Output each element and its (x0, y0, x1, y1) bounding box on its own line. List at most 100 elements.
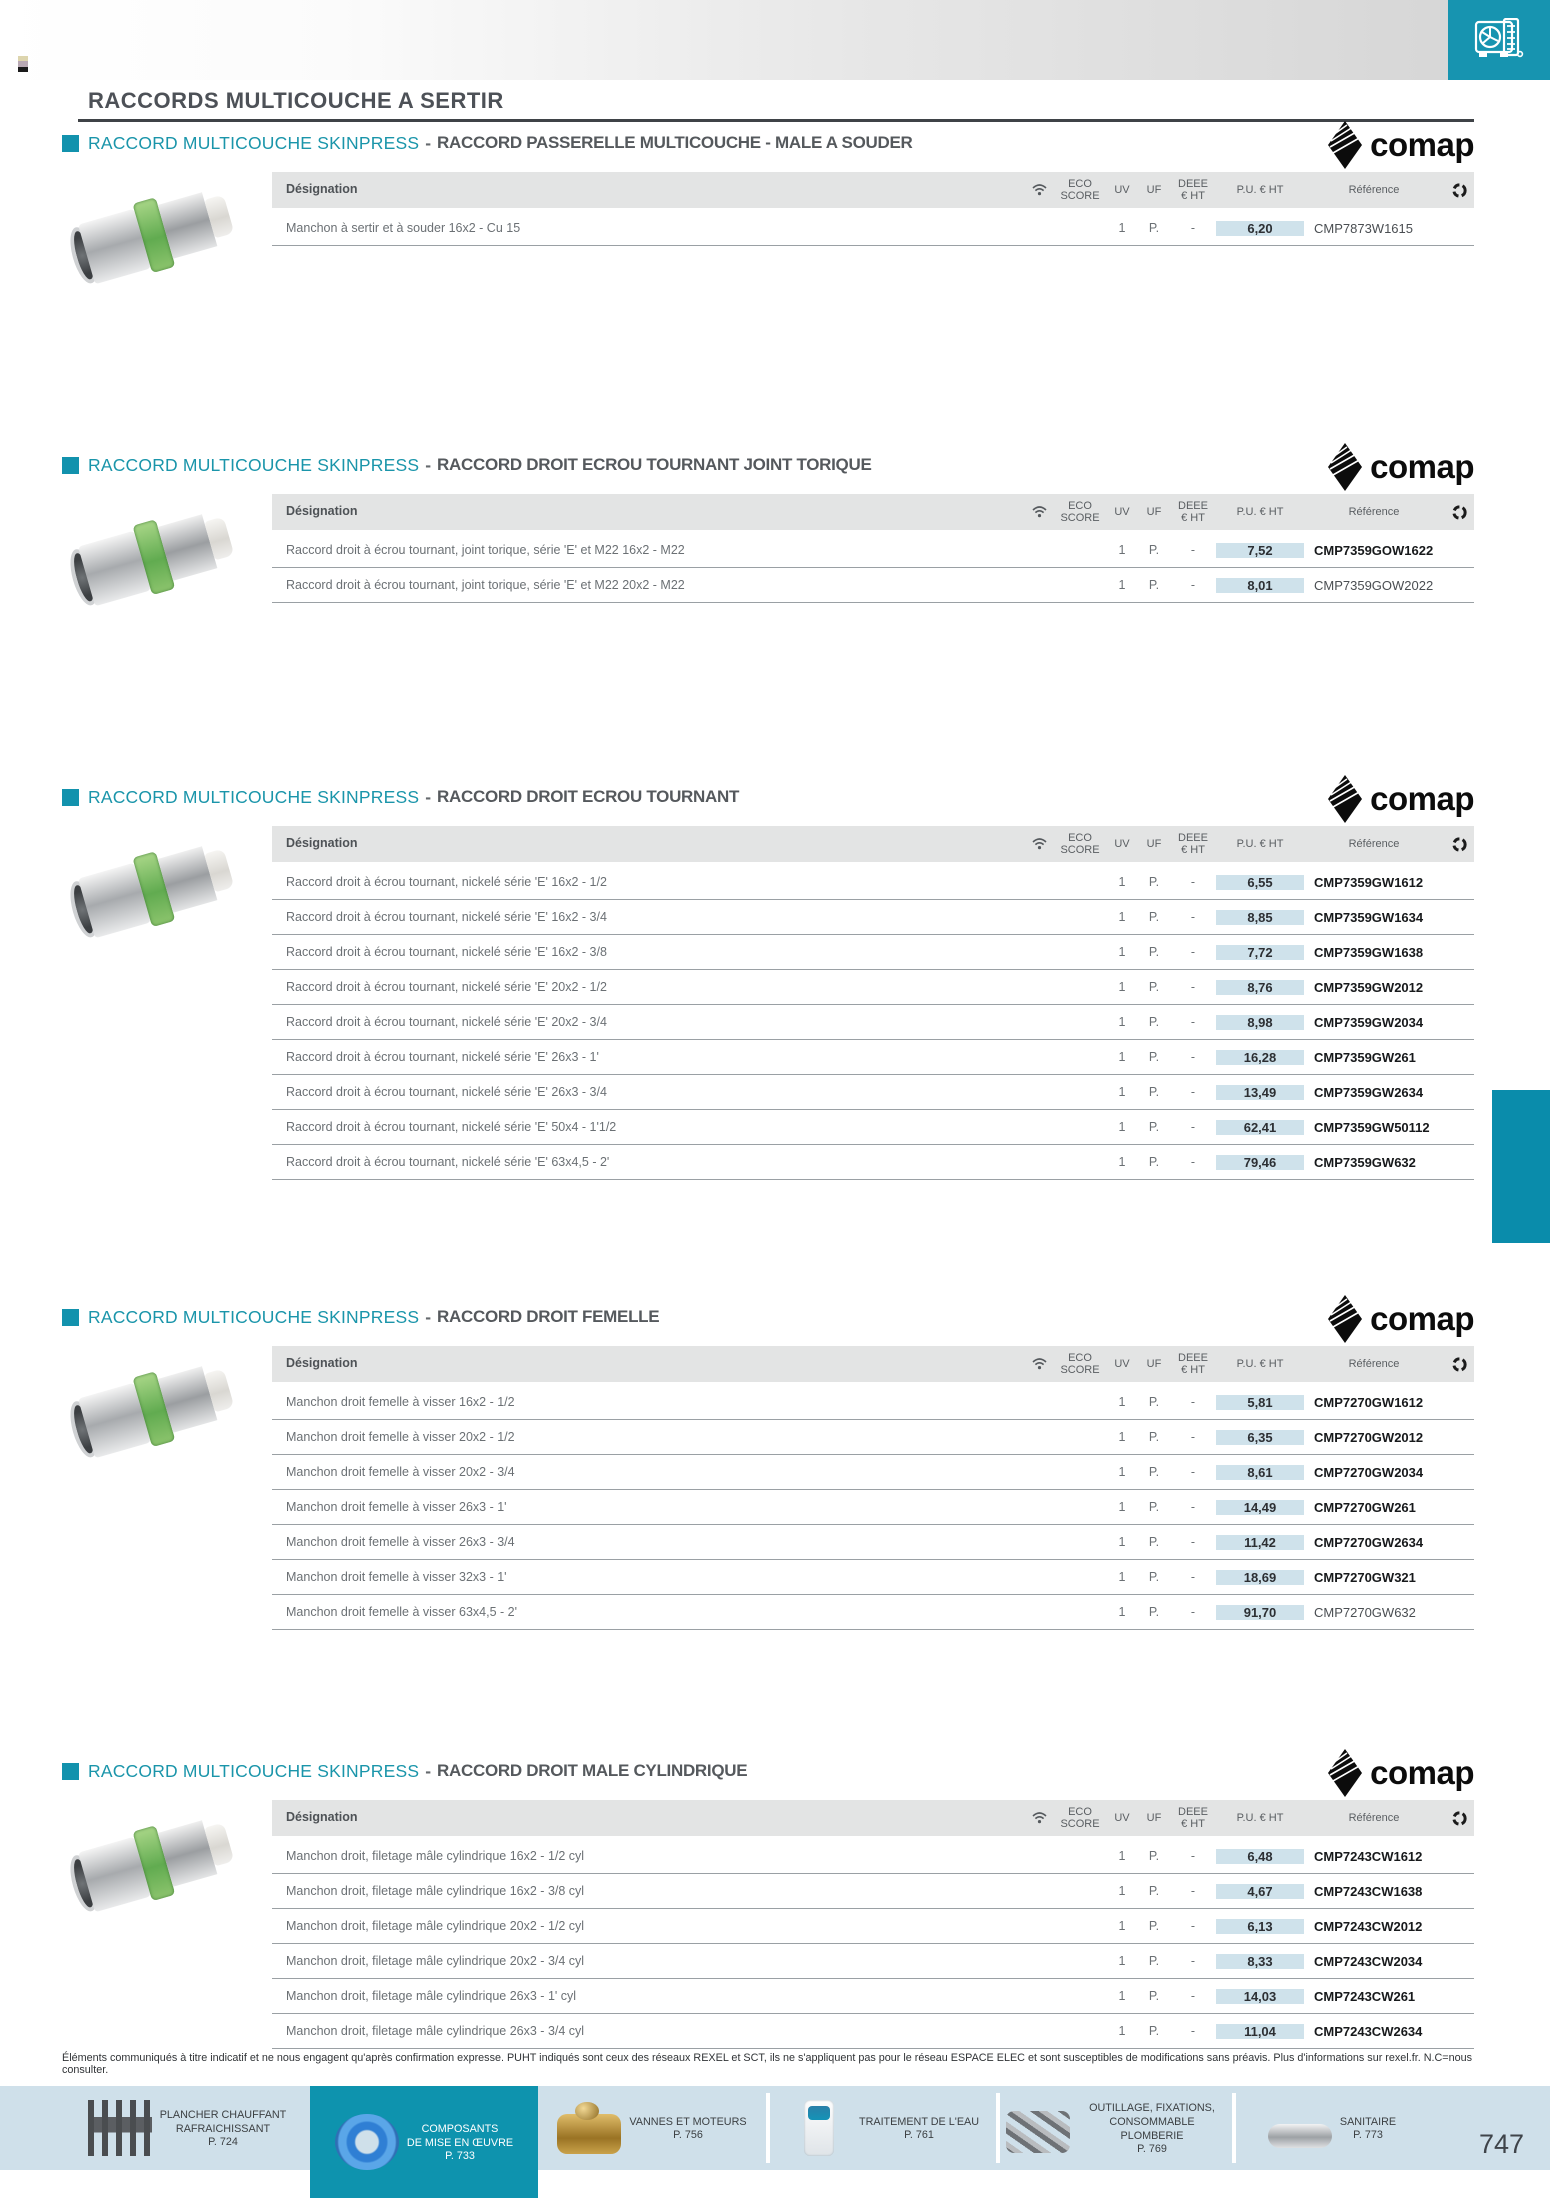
tools-image (1006, 2111, 1070, 2153)
col-designation: Désignation (286, 1810, 358, 1825)
fitting-image (63, 179, 239, 293)
cell-price: 14,49 (1216, 1499, 1304, 1515)
cell-designation: Manchon droit femelle à visser 20x2 - 1/… (286, 1430, 515, 1444)
fitting-image (63, 1807, 239, 1921)
cell-price: 14,03 (1216, 1988, 1304, 2004)
cell-reference: CMP7359GOW1622 (1314, 542, 1434, 558)
col-reference: Référence (1348, 1811, 1400, 1824)
cell-price: 8,85 (1216, 909, 1304, 925)
table-row: Raccord droit à écrou tournant, nickelé … (272, 1040, 1474, 1075)
category-label: COMPOSANTS DE MISE EN ŒUVRE (406, 2122, 514, 2149)
cell-reference: CMP7359GW2034 (1314, 1014, 1424, 1030)
cell-reference: CMP7243CW2034 (1314, 1953, 1423, 1969)
cell-uf: P. (1148, 945, 1160, 959)
footer-category[interactable]: TRAITEMENT DE L'EAU P. 761 (770, 2086, 996, 2170)
cell-uf: P. (1148, 1919, 1160, 1933)
section-variant: RACCORD DROIT MALE CYLINDRIQUE (437, 1761, 748, 1780)
cell-designation: Manchon droit, filetage mâle cylindrique… (286, 1849, 585, 1863)
product-section: RACCORD MULTICOUCHE SKINPRESS - RACCORD … (62, 1749, 1474, 2049)
cell-designation: Manchon droit femelle à visser 63x4,5 - … (286, 1605, 517, 1619)
cell-deee: - (1190, 1120, 1196, 1134)
col-reference: Référence (1348, 183, 1400, 196)
col-uv: UV (1114, 1811, 1130, 1824)
col-reference: Référence (1348, 837, 1400, 850)
comap-diamond-icon (1328, 1295, 1363, 1343)
cell-deee: - (1190, 875, 1196, 889)
recycle-icon (1444, 504, 1474, 520)
footer-category[interactable]: PLANCHER CHAUFFANT RAFRAICHISSANT P. 724 (64, 2086, 310, 2170)
table-row: Raccord droit à écrou tournant, nickelé … (272, 1005, 1474, 1040)
category-page: P. 769 (1137, 2143, 1167, 2156)
cell-price: 11,42 (1216, 1534, 1304, 1550)
col-pu: P.U. € HT (1236, 837, 1284, 850)
cell-deee: - (1190, 1500, 1196, 1514)
section-header: RACCORD MULTICOUCHE SKINPRESS - RACCORD … (62, 1749, 1474, 1797)
col-designation: Désignation (286, 836, 358, 851)
cell-designation: Raccord droit à écrou tournant, joint to… (286, 578, 685, 592)
table-row: Manchon droit femelle à visser 26x3 - 3/… (272, 1525, 1474, 1560)
brand-logo: comap (1327, 774, 1474, 824)
cell-uv: 1 (1118, 1605, 1126, 1619)
table-rows: Manchon droit femelle à visser 16x2 - 1/… (272, 1385, 1474, 1630)
col-uv: UV (1114, 505, 1130, 518)
cell-designation: Manchon droit, filetage mâle cylindrique… (286, 1884, 585, 1898)
comap-diamond-icon (1328, 775, 1363, 823)
category-text: TRAITEMENT DE L'EAU P. 761 (859, 2115, 979, 2141)
table-row: Raccord droit à écrou tournant, nickelé … (272, 1145, 1474, 1180)
cell-designation: Manchon droit femelle à visser 26x3 - 1' (286, 1500, 507, 1514)
product-table: Désignation ECO SCORE UV UF DEEE € HT P.… (272, 826, 1474, 1180)
col-eco-score: ECO SCORE (1060, 499, 1100, 524)
section-series: RACCORD MULTICOUCHE SKINPRESS (88, 1306, 420, 1327)
col-pu: P.U. € HT (1236, 183, 1284, 196)
table-row: Manchon droit, filetage mâle cylindrique… (272, 2014, 1474, 2049)
cell-reference: CMP7243CW261 (1314, 1988, 1416, 2004)
cell-deee: - (1190, 1395, 1196, 1409)
footer-category[interactable]: COMPOSANTS DE MISE EN ŒUVRE P. 733 (310, 2086, 538, 2198)
section-bullet-icon (62, 456, 79, 474)
col-eco-score: ECO SCORE (1060, 1351, 1100, 1376)
cell-deee: - (1190, 945, 1196, 959)
category-label: OUTILLAGE, FIXATIONS, CONSOMMABLE PLOMBE… (1089, 2101, 1215, 2143)
section-content: Désignation ECO SCORE UV UF DEEE € HT P.… (62, 1800, 1474, 2049)
product-section: RACCORD MULTICOUCHE SKINPRESS - RACCORD … (62, 443, 1474, 644)
cell-uf: P. (1148, 1085, 1160, 1099)
cell-uv: 1 (1118, 1570, 1126, 1584)
cell-reference: CMP7243CW1612 (1314, 1848, 1423, 1864)
table-header-row: Désignation ECO SCORE UV UF DEEE € HT P.… (272, 1346, 1474, 1382)
table-rows: Manchon à sertir et à souder 16x2 - Cu 1… (272, 211, 1474, 246)
col-deee: DEEE € HT (1178, 1805, 1208, 1830)
cell-reference: CMP7359GW1638 (1314, 944, 1424, 960)
cell-uf: P. (1148, 578, 1160, 592)
footer-category[interactable]: SANITAIRE P. 773 (1236, 2086, 1428, 2170)
cell-deee: - (1190, 1605, 1196, 1619)
table-row: Raccord droit à écrou tournant, joint to… (272, 568, 1474, 603)
side-tab[interactable] (1492, 1090, 1550, 1243)
col-designation: Désignation (286, 1356, 358, 1371)
category-page: P. 733 (445, 2150, 475, 2163)
section-bullet-icon (62, 788, 79, 806)
product-section: RACCORD MULTICOUCHE SKINPRESS - RACCORD … (62, 775, 1474, 1180)
section-header: RACCORD MULTICOUCHE SKINPRESS - RACCORD … (62, 121, 1474, 169)
footer-category[interactable]: VANNES ET MOTEURS P. 756 (538, 2086, 766, 2170)
category-text: COMPOSANTS DE MISE EN ŒUVRE P. 733 (407, 2122, 513, 2162)
col-uv: UV (1114, 1357, 1130, 1370)
cell-uf: P. (1148, 1535, 1160, 1549)
product-table: Désignation ECO SCORE UV UF DEEE € HT P.… (272, 1346, 1474, 1630)
cell-uf: P. (1148, 543, 1160, 557)
cell-designation: Raccord droit à écrou tournant, nickelé … (286, 1120, 617, 1134)
cell-uv: 1 (1118, 980, 1126, 994)
footer-category[interactable]: OUTILLAGE, FIXATIONS, CONSOMMABLE PLOMBE… (1000, 2086, 1232, 2170)
cell-reference: CMP7359GW632 (1314, 1154, 1416, 1170)
category-page: P. 756 (673, 2129, 703, 2142)
cell-deee: - (1190, 221, 1196, 235)
product-photo (62, 1800, 262, 1950)
section-series: RACCORD MULTICOUCHE SKINPRESS (88, 1760, 420, 1781)
cell-uf: P. (1148, 221, 1160, 235)
cell-uf: P. (1148, 1605, 1160, 1619)
cell-deee: - (1190, 2024, 1196, 2038)
category-page: P. 761 (904, 2129, 934, 2142)
cell-price: 62,41 (1216, 1119, 1304, 1135)
cell-deee: - (1190, 1954, 1196, 1968)
col-eco-score: ECO SCORE (1060, 177, 1100, 202)
cell-uf: P. (1148, 2024, 1160, 2038)
